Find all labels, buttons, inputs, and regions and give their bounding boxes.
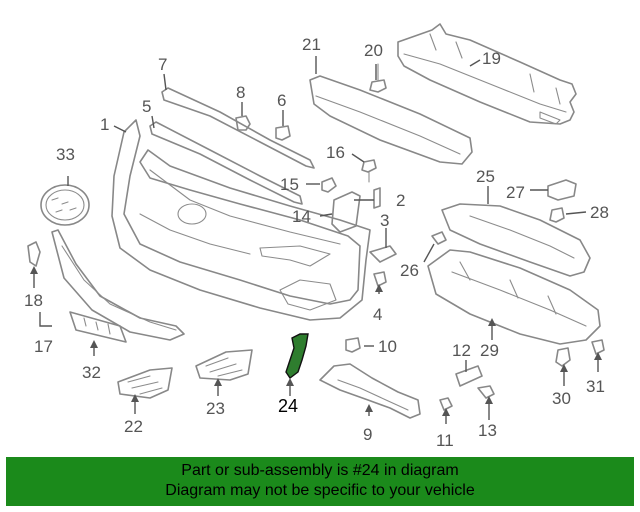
part-9-bracket [319, 363, 421, 419]
part-2-pin [373, 187, 381, 209]
callout-8: 8 [236, 83, 245, 102]
callout-33: 33 [56, 145, 75, 164]
callout-17: 17 [34, 337, 53, 356]
callout-2: 2 [396, 191, 405, 210]
arrowheads [30, 266, 602, 416]
part-10-clip [345, 337, 361, 353]
callout-27: 27 [506, 183, 525, 202]
part-16-bolt [361, 159, 377, 183]
callout-26: 26 [400, 261, 419, 280]
callout-5: 5 [142, 97, 151, 116]
callout-12: 12 [452, 341, 471, 360]
banner-line-2: Diagram may not be specific to your vehi… [165, 482, 475, 499]
callout-13: 13 [478, 421, 497, 440]
part-14-bracket [331, 191, 361, 233]
callout-18: 18 [24, 291, 43, 310]
part-31-clip [591, 339, 605, 355]
part-29-lower-cover [427, 249, 601, 345]
callout-6: 6 [277, 91, 286, 110]
part-33-emblem [40, 184, 90, 226]
part-23-fog-bezel [195, 349, 253, 381]
part-12-pipe [455, 365, 483, 387]
part-11-clip [439, 397, 453, 411]
callout-10: 10 [378, 337, 397, 356]
info-banner: Part or sub-assembly is #24 in diagram D… [6, 457, 634, 506]
callout-30: 30 [552, 389, 571, 408]
part-17-grille [51, 229, 185, 341]
callout-1: 1 [100, 115, 109, 134]
callout-4: 4 [373, 305, 382, 324]
callout-21: 21 [302, 35, 321, 54]
part-13-clip [477, 385, 495, 399]
callout-31: 31 [586, 377, 605, 396]
callout-3: 3 [380, 211, 389, 230]
part-19-reinforcement [397, 23, 577, 125]
part-7-strip [161, 87, 315, 169]
callout-15: 15 [280, 175, 299, 194]
callout-numbers: 1 2 3 4 5 6 7 8 9 10 11 12 13 14 15 16 1… [24, 35, 609, 450]
parts-diagram: 1 2 3 4 5 6 7 8 9 10 11 12 13 14 15 16 1… [24, 23, 609, 450]
callout-24: 24 [278, 396, 298, 416]
part-20-bolt [369, 63, 387, 93]
part-21-absorber [309, 75, 473, 165]
callout-11: 11 [436, 431, 454, 450]
part-3-bracket [369, 245, 397, 263]
part-4-clip [373, 271, 387, 287]
part-6-clip [275, 125, 291, 141]
part-26-bolt [431, 231, 447, 245]
callout-7: 7 [158, 55, 167, 74]
part-32-plate [69, 311, 127, 343]
callout-20: 20 [364, 41, 383, 60]
part-15-clip [321, 177, 337, 193]
callout-14: 14 [292, 207, 311, 226]
part-5-strip [149, 121, 303, 205]
part-27-bracket [547, 179, 577, 201]
callout-28: 28 [590, 203, 609, 222]
callout-22: 22 [124, 417, 143, 436]
callout-25: 25 [476, 167, 495, 186]
part-30-clip [555, 347, 571, 367]
part-25-undercover [441, 203, 591, 277]
part-18-bracket [27, 241, 41, 267]
part-24-highlighted [285, 333, 309, 380]
part-1-bumper-cover [111, 119, 371, 321]
banner-line-1: Part or sub-assembly is #24 in diagram [181, 462, 459, 479]
callout-16: 16 [326, 143, 345, 162]
callout-29: 29 [480, 341, 499, 360]
part-22-fog-bezel [117, 367, 173, 399]
callout-32: 32 [82, 363, 101, 382]
callout-23: 23 [206, 399, 225, 418]
callout-19: 19 [482, 49, 501, 68]
callout-9: 9 [363, 425, 372, 444]
part-28-bolt [549, 207, 565, 223]
part-8-clip [235, 115, 251, 131]
